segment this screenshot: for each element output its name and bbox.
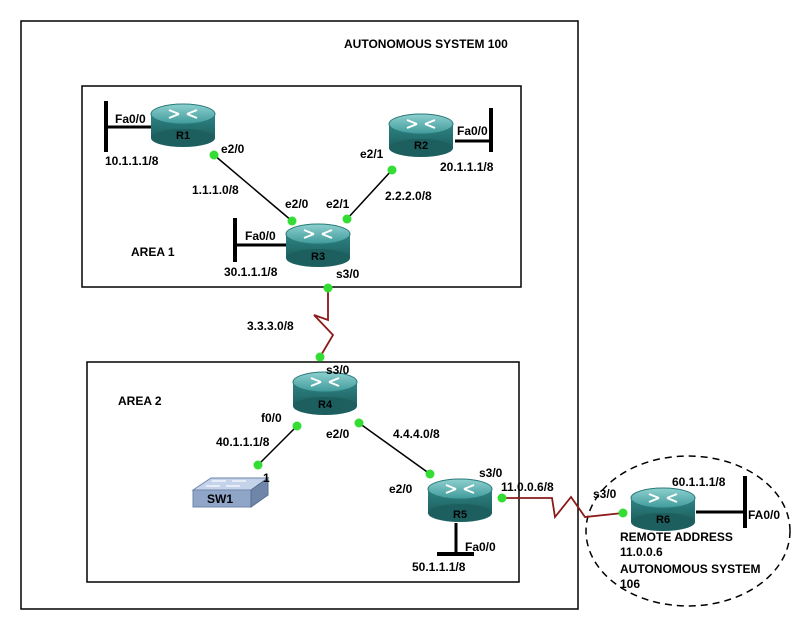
r3-lan-address: 30.1.1.1/8: [224, 265, 278, 279]
port-dot-r4-e20: [354, 418, 364, 428]
r1-fa00-label: Fa0/0: [115, 112, 146, 126]
r3-fa00-label: Fa0/0: [245, 229, 276, 243]
r4-sw1-network: 40.1.1.1/8: [216, 435, 270, 449]
r4-f00-label: f0/0: [261, 411, 282, 425]
port-dot-r3-e20: [287, 216, 297, 226]
port-dot-sw1-1: [253, 460, 263, 470]
remote-as-number: 106: [620, 577, 640, 591]
r6-lan-address: 60.1.1.1/8: [672, 475, 726, 489]
port-dot-r1-e20: [209, 150, 219, 160]
r2-r3-network: 2.2.2.0/8: [385, 189, 432, 203]
r2-fa00-label: Fa0/0: [457, 124, 488, 138]
r4-r5-network: 4.4.4.0/8: [393, 427, 440, 441]
r1-e20-label: e2/0: [221, 142, 245, 156]
r4-e20-label: e2/0: [326, 427, 350, 441]
link-r2-r3: [346, 169, 393, 220]
r4-s30-label: s3/0: [326, 363, 350, 377]
router-r3-label: R3: [311, 251, 325, 263]
as100-boundary: [20, 20, 579, 610]
r1-r3-network: 1.1.1.0/8: [192, 183, 239, 197]
remote-address-value: 11.0.0.6: [620, 545, 663, 559]
router-r4-label: R4: [318, 399, 333, 411]
r1-lan-address: 10.1.1.1/8: [105, 154, 159, 168]
area1-boundary: [81, 85, 522, 288]
r3-s30-label: s3/0: [336, 267, 360, 281]
r3-e21-label: e2/1: [326, 197, 350, 211]
links: [213, 154, 431, 475]
remote-as-heading: AUTONOMOUS SYSTEM: [620, 562, 760, 576]
r3-e20-label: e2/0: [285, 197, 309, 211]
port-dot-r3-e21: [342, 214, 352, 224]
port-dot-r3-s30: [323, 283, 333, 293]
router-r2-label: R2: [414, 140, 428, 152]
port-dot-r6-s30: [618, 508, 628, 518]
r5-e20-label: e2/0: [389, 482, 413, 496]
link-r4-sw1: [257, 425, 298, 466]
r5-fa00-label: Fa0/0: [465, 540, 496, 554]
as106-boundary: [585, 455, 791, 607]
r2-lan-address: 20.1.1.1/8: [440, 160, 494, 174]
port-dot-r2-e21: [387, 165, 397, 175]
port-dot-r5-s30: [497, 493, 507, 503]
port-dot-r4-s30: [315, 352, 325, 362]
link-r1-r3: [213, 154, 293, 222]
r2-e21-label: e2/1: [360, 147, 384, 161]
router-r5-label: R5: [453, 509, 467, 521]
area1-label: AREA 1: [131, 245, 175, 259]
link-r4-r5: [358, 422, 431, 475]
r5-s30-label: s3/0: [479, 466, 503, 480]
r6-s30-label: s3/0: [593, 487, 617, 501]
router-r1-label: R1: [176, 130, 190, 142]
switch-sw1-label: SW1: [207, 492, 233, 506]
switch-sw1-port-label: 1: [263, 471, 270, 485]
r5-lan-address: 50.1.1.1/8: [412, 560, 466, 574]
r5-r6-network: 11.0.0.6/8: [501, 480, 554, 494]
switch-sw1[interactable]: [191, 477, 270, 508]
r6-fa00-label: FA0/0: [748, 508, 780, 522]
as100-title: AUTONOMOUS SYSTEM 100: [344, 37, 508, 51]
port-dot-r5-e20: [425, 469, 435, 479]
port-dots: [209, 150, 628, 518]
serial-link-r5-r6: [502, 495, 624, 520]
router-r6-label: R6: [656, 514, 670, 526]
serial-link-r3-r4: [313, 288, 335, 358]
lan-stubs: [104, 101, 747, 556]
remote-address-heading: REMOTE ADDRESS: [620, 530, 733, 544]
area2-label: AREA 2: [118, 394, 162, 408]
port-dot-r4-f00: [292, 421, 302, 431]
area2-boundary: [86, 361, 520, 583]
r3-r4-network: 3.3.3.0/8: [247, 319, 294, 333]
